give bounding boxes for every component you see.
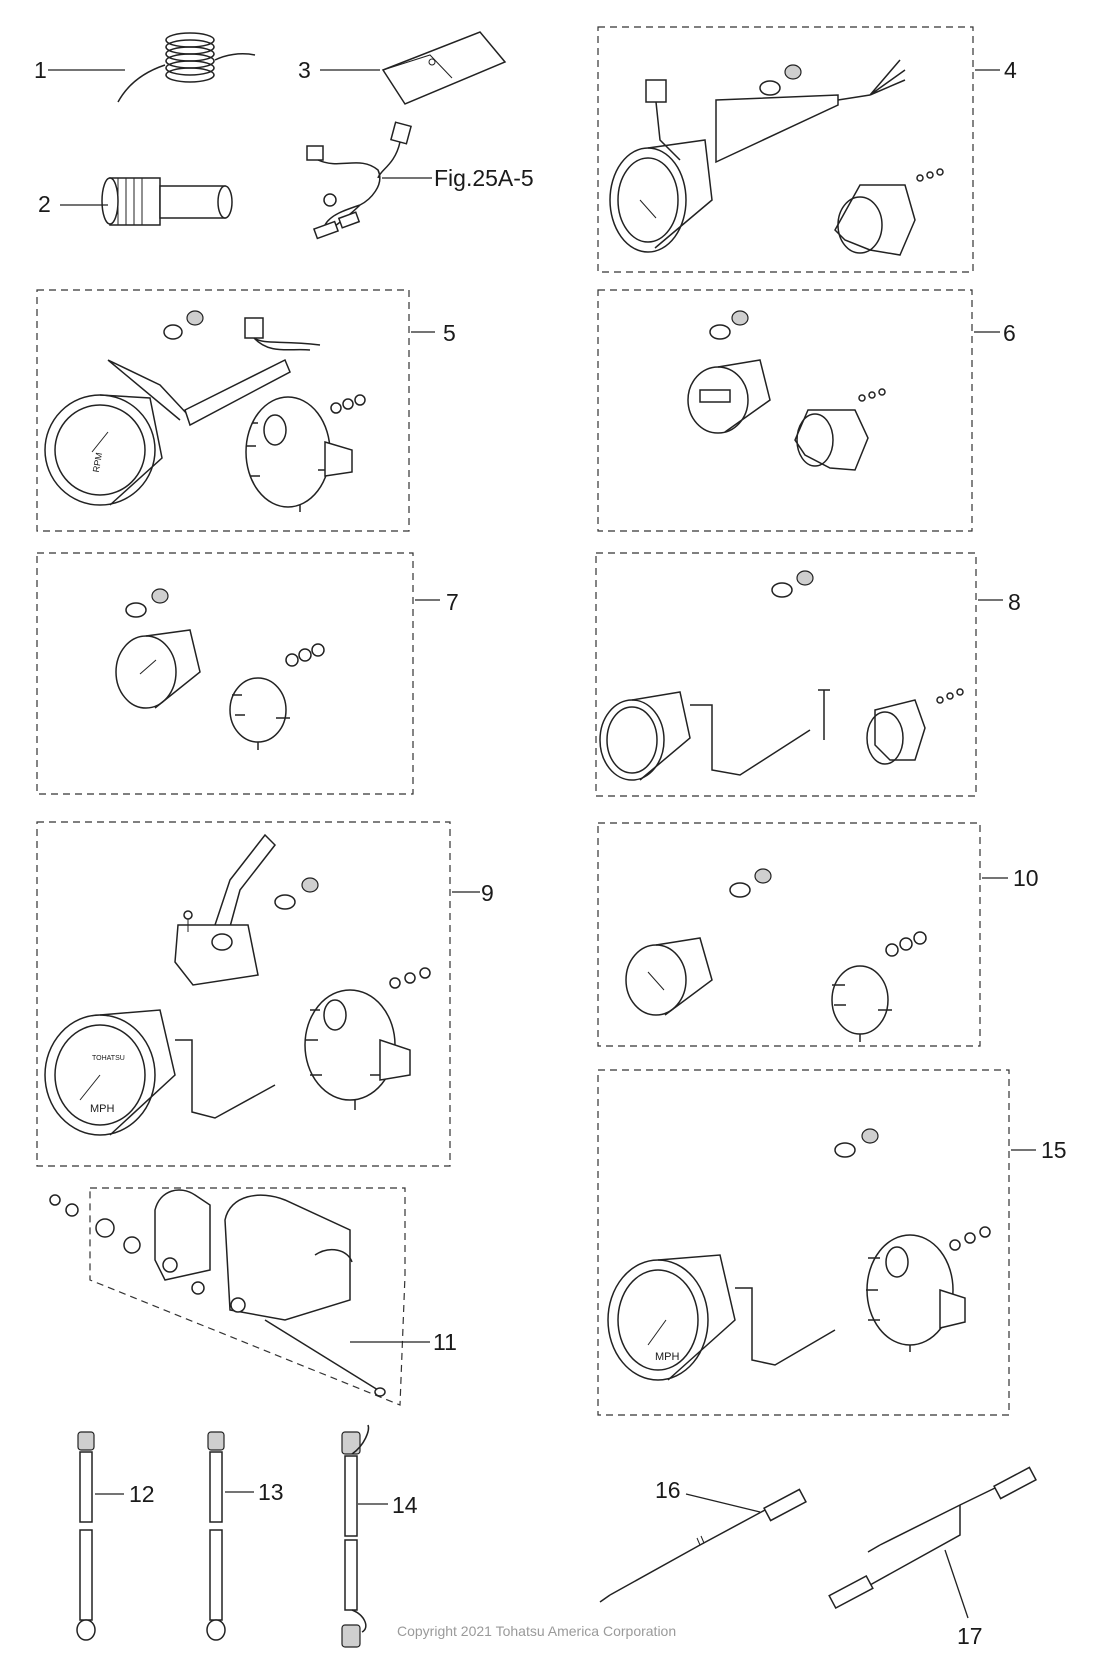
label-part-8: 8: [1008, 589, 1021, 615]
label-part-11: 11: [433, 1329, 457, 1355]
mph-label-9: MPH: [90, 1103, 115, 1115]
part-17-sensor: [828, 1466, 1037, 1610]
label-part-10: 10: [1013, 865, 1039, 891]
group-box-4: [597, 26, 974, 273]
part-5-gauge-kit: [44, 310, 366, 512]
part-14-harness: [341, 1424, 370, 1648]
label-part-1: 1: [34, 57, 47, 83]
part-12-cable: [76, 1431, 96, 1641]
label-part-7: 7: [446, 589, 459, 615]
group-box-11: [89, 1187, 406, 1406]
label-part-5: 5: [443, 320, 456, 346]
part-4-tachometer-kit: [609, 59, 944, 256]
rpm-label-5: RPM: [91, 452, 104, 473]
part-10-gauge-kit: [625, 868, 927, 1042]
label-part-4: 4: [1004, 57, 1017, 83]
part-8-gauge-kit: [599, 570, 964, 781]
group-box-9: [36, 821, 451, 1167]
label-part-14: 14: [392, 1492, 418, 1518]
group-box-10: [597, 822, 981, 1047]
group-box-15: [597, 1069, 1010, 1416]
mph-label-15: MPH: [655, 1351, 680, 1363]
part-7-gauge-kit: [115, 588, 325, 750]
copyright-notice: Copyright 2021 Tohatsu America Corporati…: [397, 1623, 676, 1639]
part-9-speedometer-kit: MPH TOHATSU: [44, 833, 431, 1136]
label-part-3: 3: [298, 57, 311, 83]
label-part-17: 17: [957, 1623, 983, 1649]
part-13-cable: [206, 1431, 226, 1641]
label-part-6: 6: [1003, 320, 1016, 346]
label-part-2: 2: [38, 191, 51, 217]
part-1-coil: [117, 32, 256, 103]
harness-fig25a5: [306, 121, 412, 240]
label-part-13: 13: [258, 1479, 284, 1505]
label-part-16: 16: [655, 1477, 681, 1503]
group-box-7: [36, 552, 414, 795]
label-part-15: 15: [1041, 1137, 1067, 1163]
part-15-speedometer-kit: MPH: [607, 1128, 991, 1381]
part-11-bracket-assembly: [49, 1189, 386, 1397]
part-3-pouch: [381, 31, 507, 105]
part-6-hourmeter-kit: [687, 310, 886, 471]
part-16-sensor: [599, 1488, 807, 1603]
brand-label-9: TOHATSU: [92, 1055, 125, 1062]
label-part-9: 9: [481, 880, 494, 906]
part-2-fitting: [101, 177, 233, 226]
group-box-6: [597, 289, 973, 532]
label-part-12: 12: [129, 1481, 155, 1507]
label-fig-25a5: Fig.25A-5: [434, 165, 534, 191]
group-box-5: [36, 289, 410, 532]
